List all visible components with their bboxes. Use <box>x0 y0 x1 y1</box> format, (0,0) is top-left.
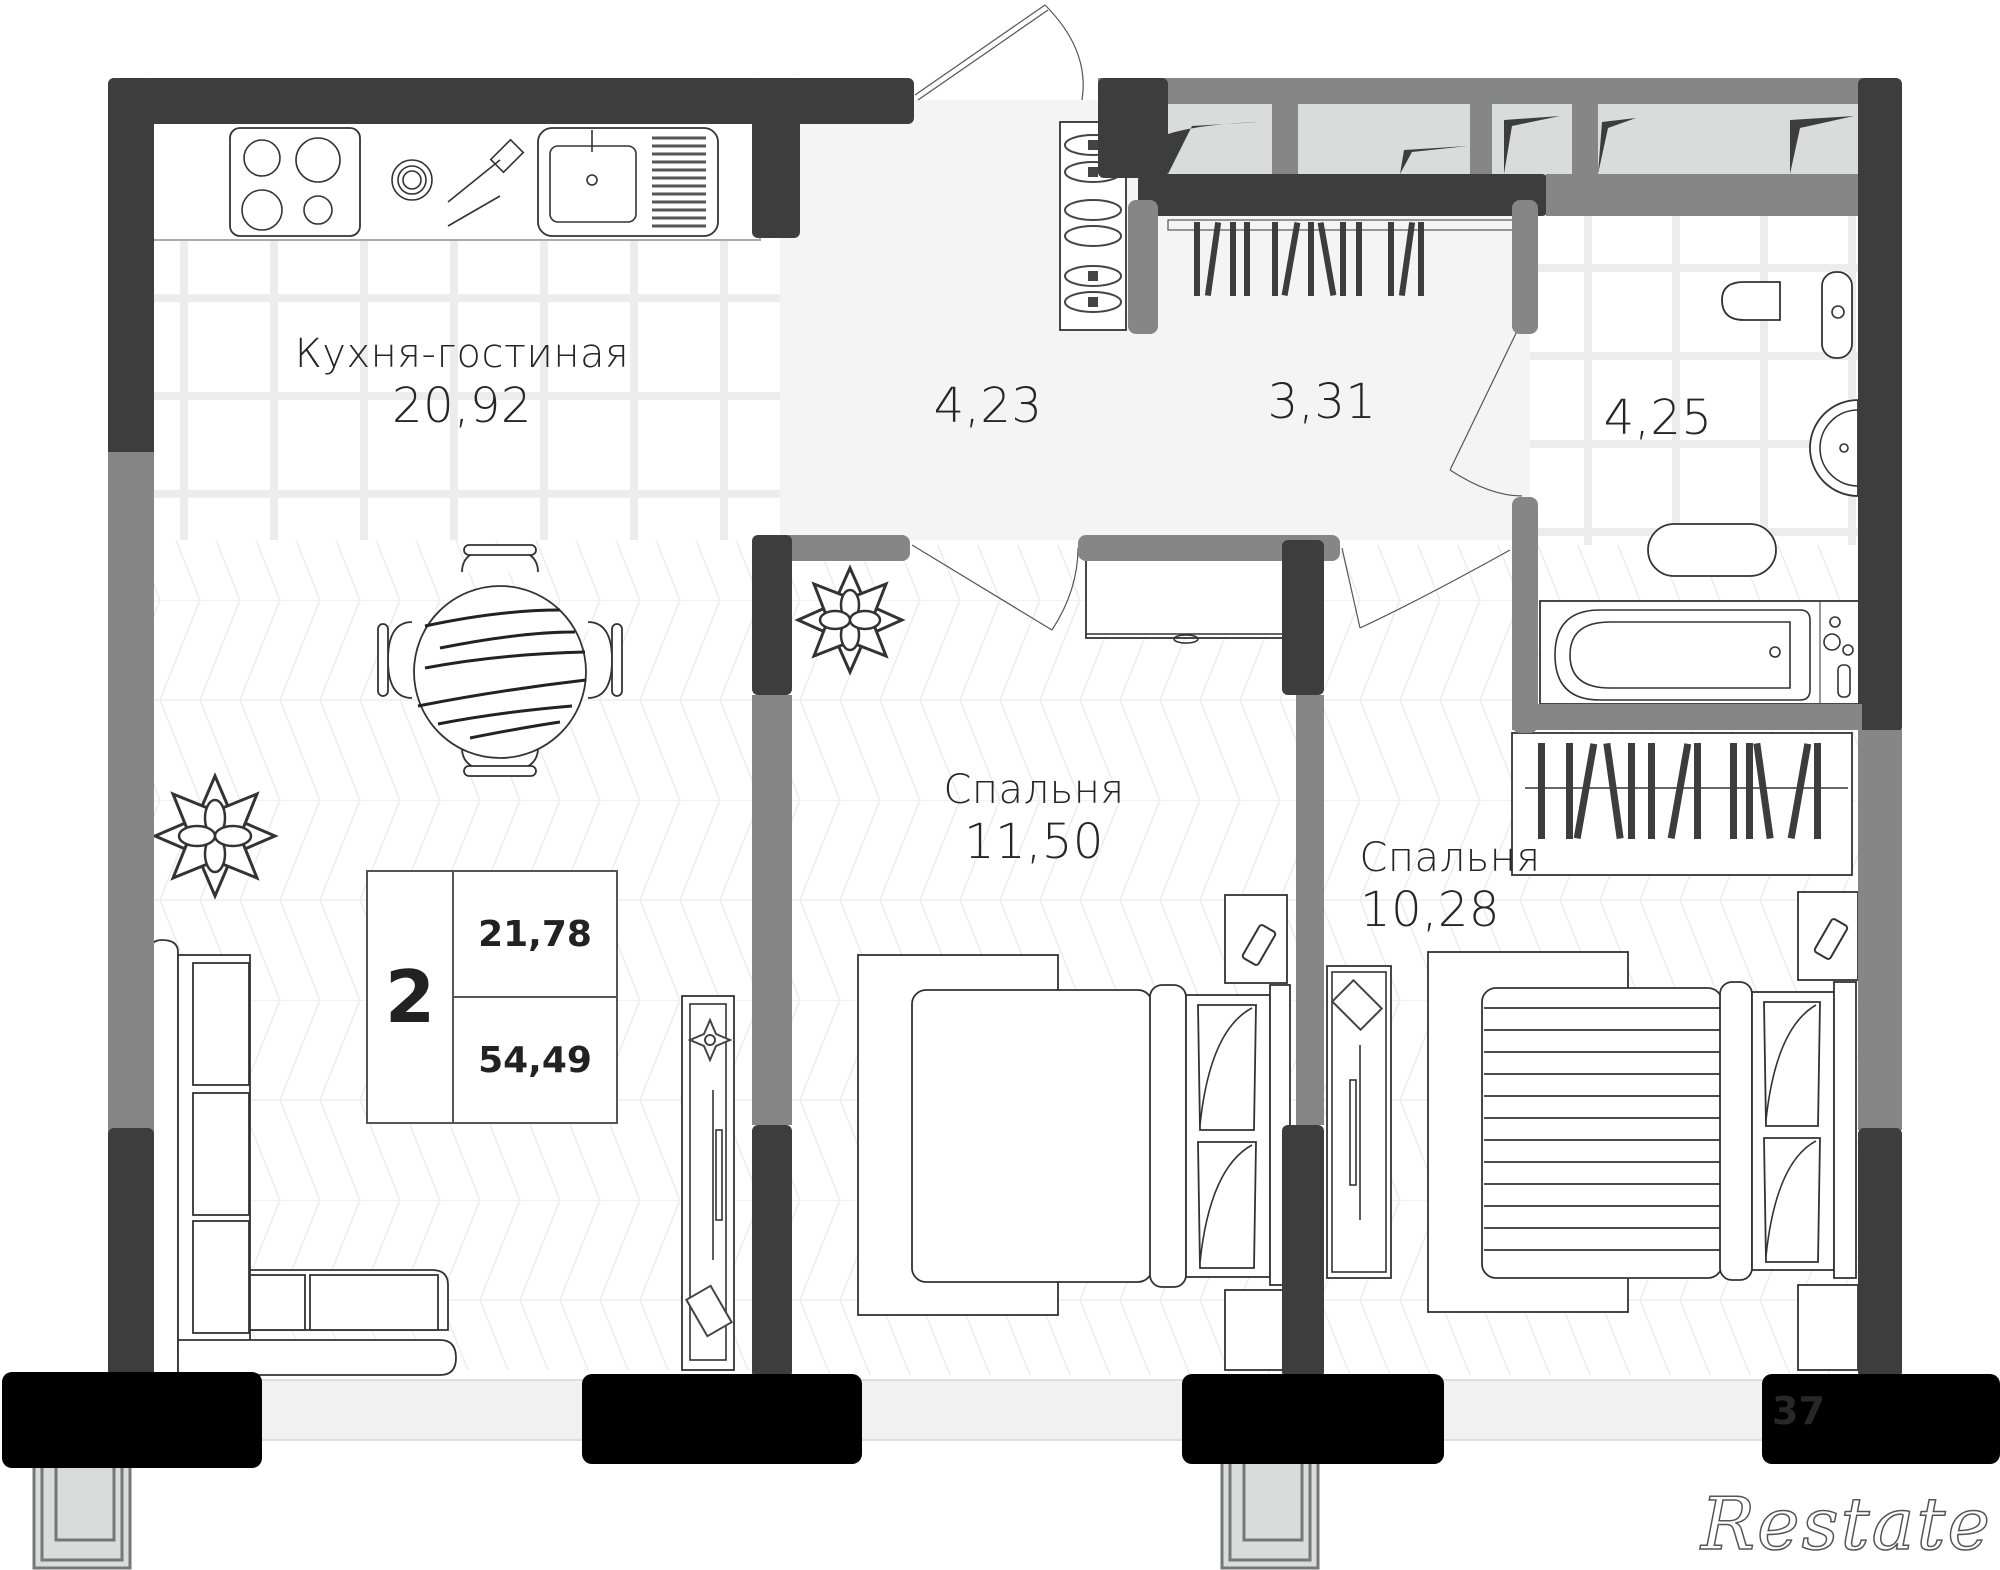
sink-icon <box>537 127 719 237</box>
kitchen-counter <box>149 117 761 241</box>
door-swing-icon <box>911 324 1523 631</box>
tv-stand-icon <box>1326 965 1392 1279</box>
stove-icon <box>229 127 361 237</box>
phone-icon <box>1813 918 1849 960</box>
faded-id-fragment: 37 <box>1772 1389 1825 1433</box>
closet-unit <box>1085 555 1287 644</box>
bath-mat-icon <box>1647 523 1777 577</box>
window-piers <box>2 1372 2000 1570</box>
bed-icon <box>1427 951 1857 1313</box>
flower-decor-icon <box>151 772 279 900</box>
bed-icon <box>857 954 1291 1316</box>
clothes-rail-icon <box>1511 732 1853 876</box>
tv-stand-icon <box>681 995 735 1371</box>
walls <box>108 78 1902 1378</box>
door-swing-icon <box>914 4 1084 101</box>
phone-icon <box>1241 924 1277 966</box>
washbasin-icon <box>1809 399 1859 497</box>
sofa-icon <box>149 939 457 1376</box>
dining-table-icon <box>377 544 623 777</box>
toilet-icon <box>1721 271 1853 359</box>
window-sill-icon <box>1168 104 1858 174</box>
nightstand-icon <box>1224 894 1288 984</box>
flower-decor-icon <box>794 564 906 676</box>
nightstand-icon <box>1797 1284 1859 1371</box>
plate-icon <box>391 159 433 201</box>
bathtub-icon <box>1539 600 1861 705</box>
flower-decor-icon <box>687 1017 733 1063</box>
window-sill-icon <box>32 1458 1320 1570</box>
nightstand-icon <box>1224 1289 1288 1371</box>
kitchen-tile-floor <box>150 240 780 540</box>
balcony-strip <box>149 1379 1871 1441</box>
nightstand-icon <box>1797 891 1859 981</box>
cutlery-icon <box>447 138 525 227</box>
clothes-rail-icon <box>1167 219 1523 297</box>
